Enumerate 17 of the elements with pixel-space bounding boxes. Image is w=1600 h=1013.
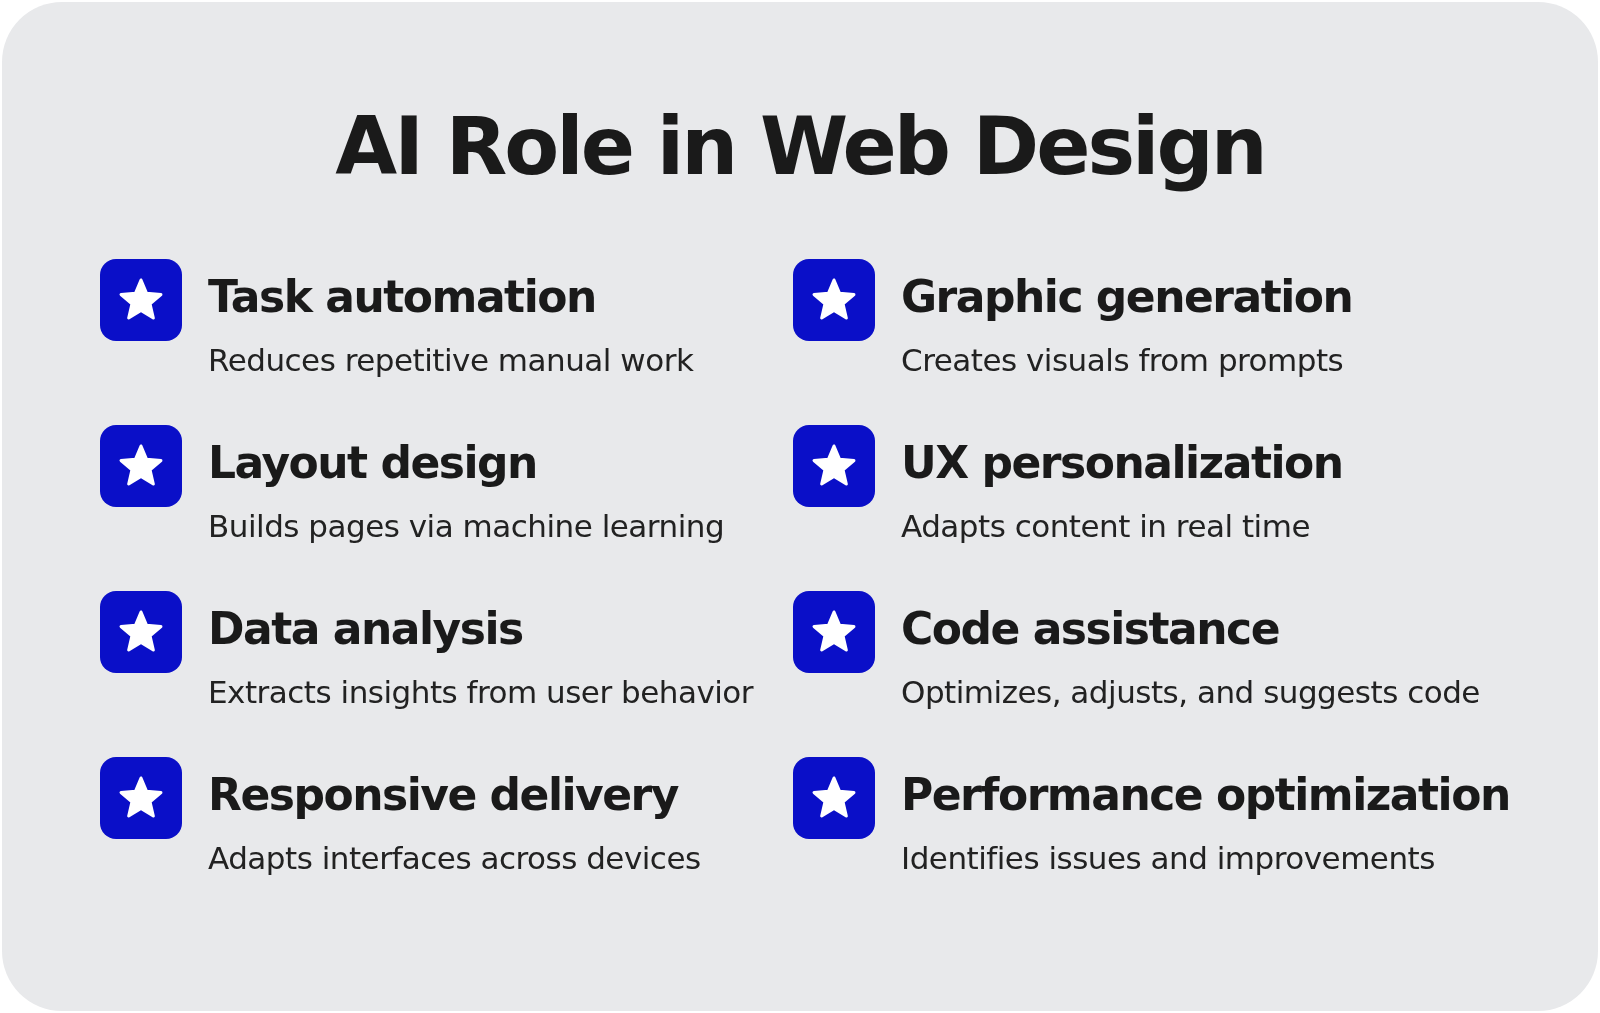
item-description: Identifies issues and improvements bbox=[901, 840, 1435, 876]
item-heading: Code assistance bbox=[901, 603, 1279, 654]
item-heading: Layout design bbox=[208, 437, 537, 488]
item-description: Adapts interfaces across devices bbox=[208, 840, 701, 876]
item-heading: Responsive delivery bbox=[208, 769, 678, 820]
item-description: Extracts insights from user behavior bbox=[208, 674, 754, 710]
item-heading: Graphic generation bbox=[901, 271, 1353, 322]
item-heading: Performance optimization bbox=[901, 769, 1510, 820]
item-description: Optimizes, adjusts, and suggests code bbox=[901, 674, 1480, 710]
item-description: Builds pages via machine learning bbox=[208, 508, 725, 544]
item-heading: Task automation bbox=[208, 271, 596, 322]
item-heading: Data analysis bbox=[208, 603, 523, 654]
item-description: Reduces repetitive manual work bbox=[208, 342, 694, 378]
item-description: Adapts content in real time bbox=[901, 508, 1310, 544]
title: AI Role in Web Design bbox=[334, 100, 1266, 193]
item-description: Creates visuals from prompts bbox=[901, 342, 1344, 378]
item-heading: UX personalization bbox=[901, 437, 1343, 488]
